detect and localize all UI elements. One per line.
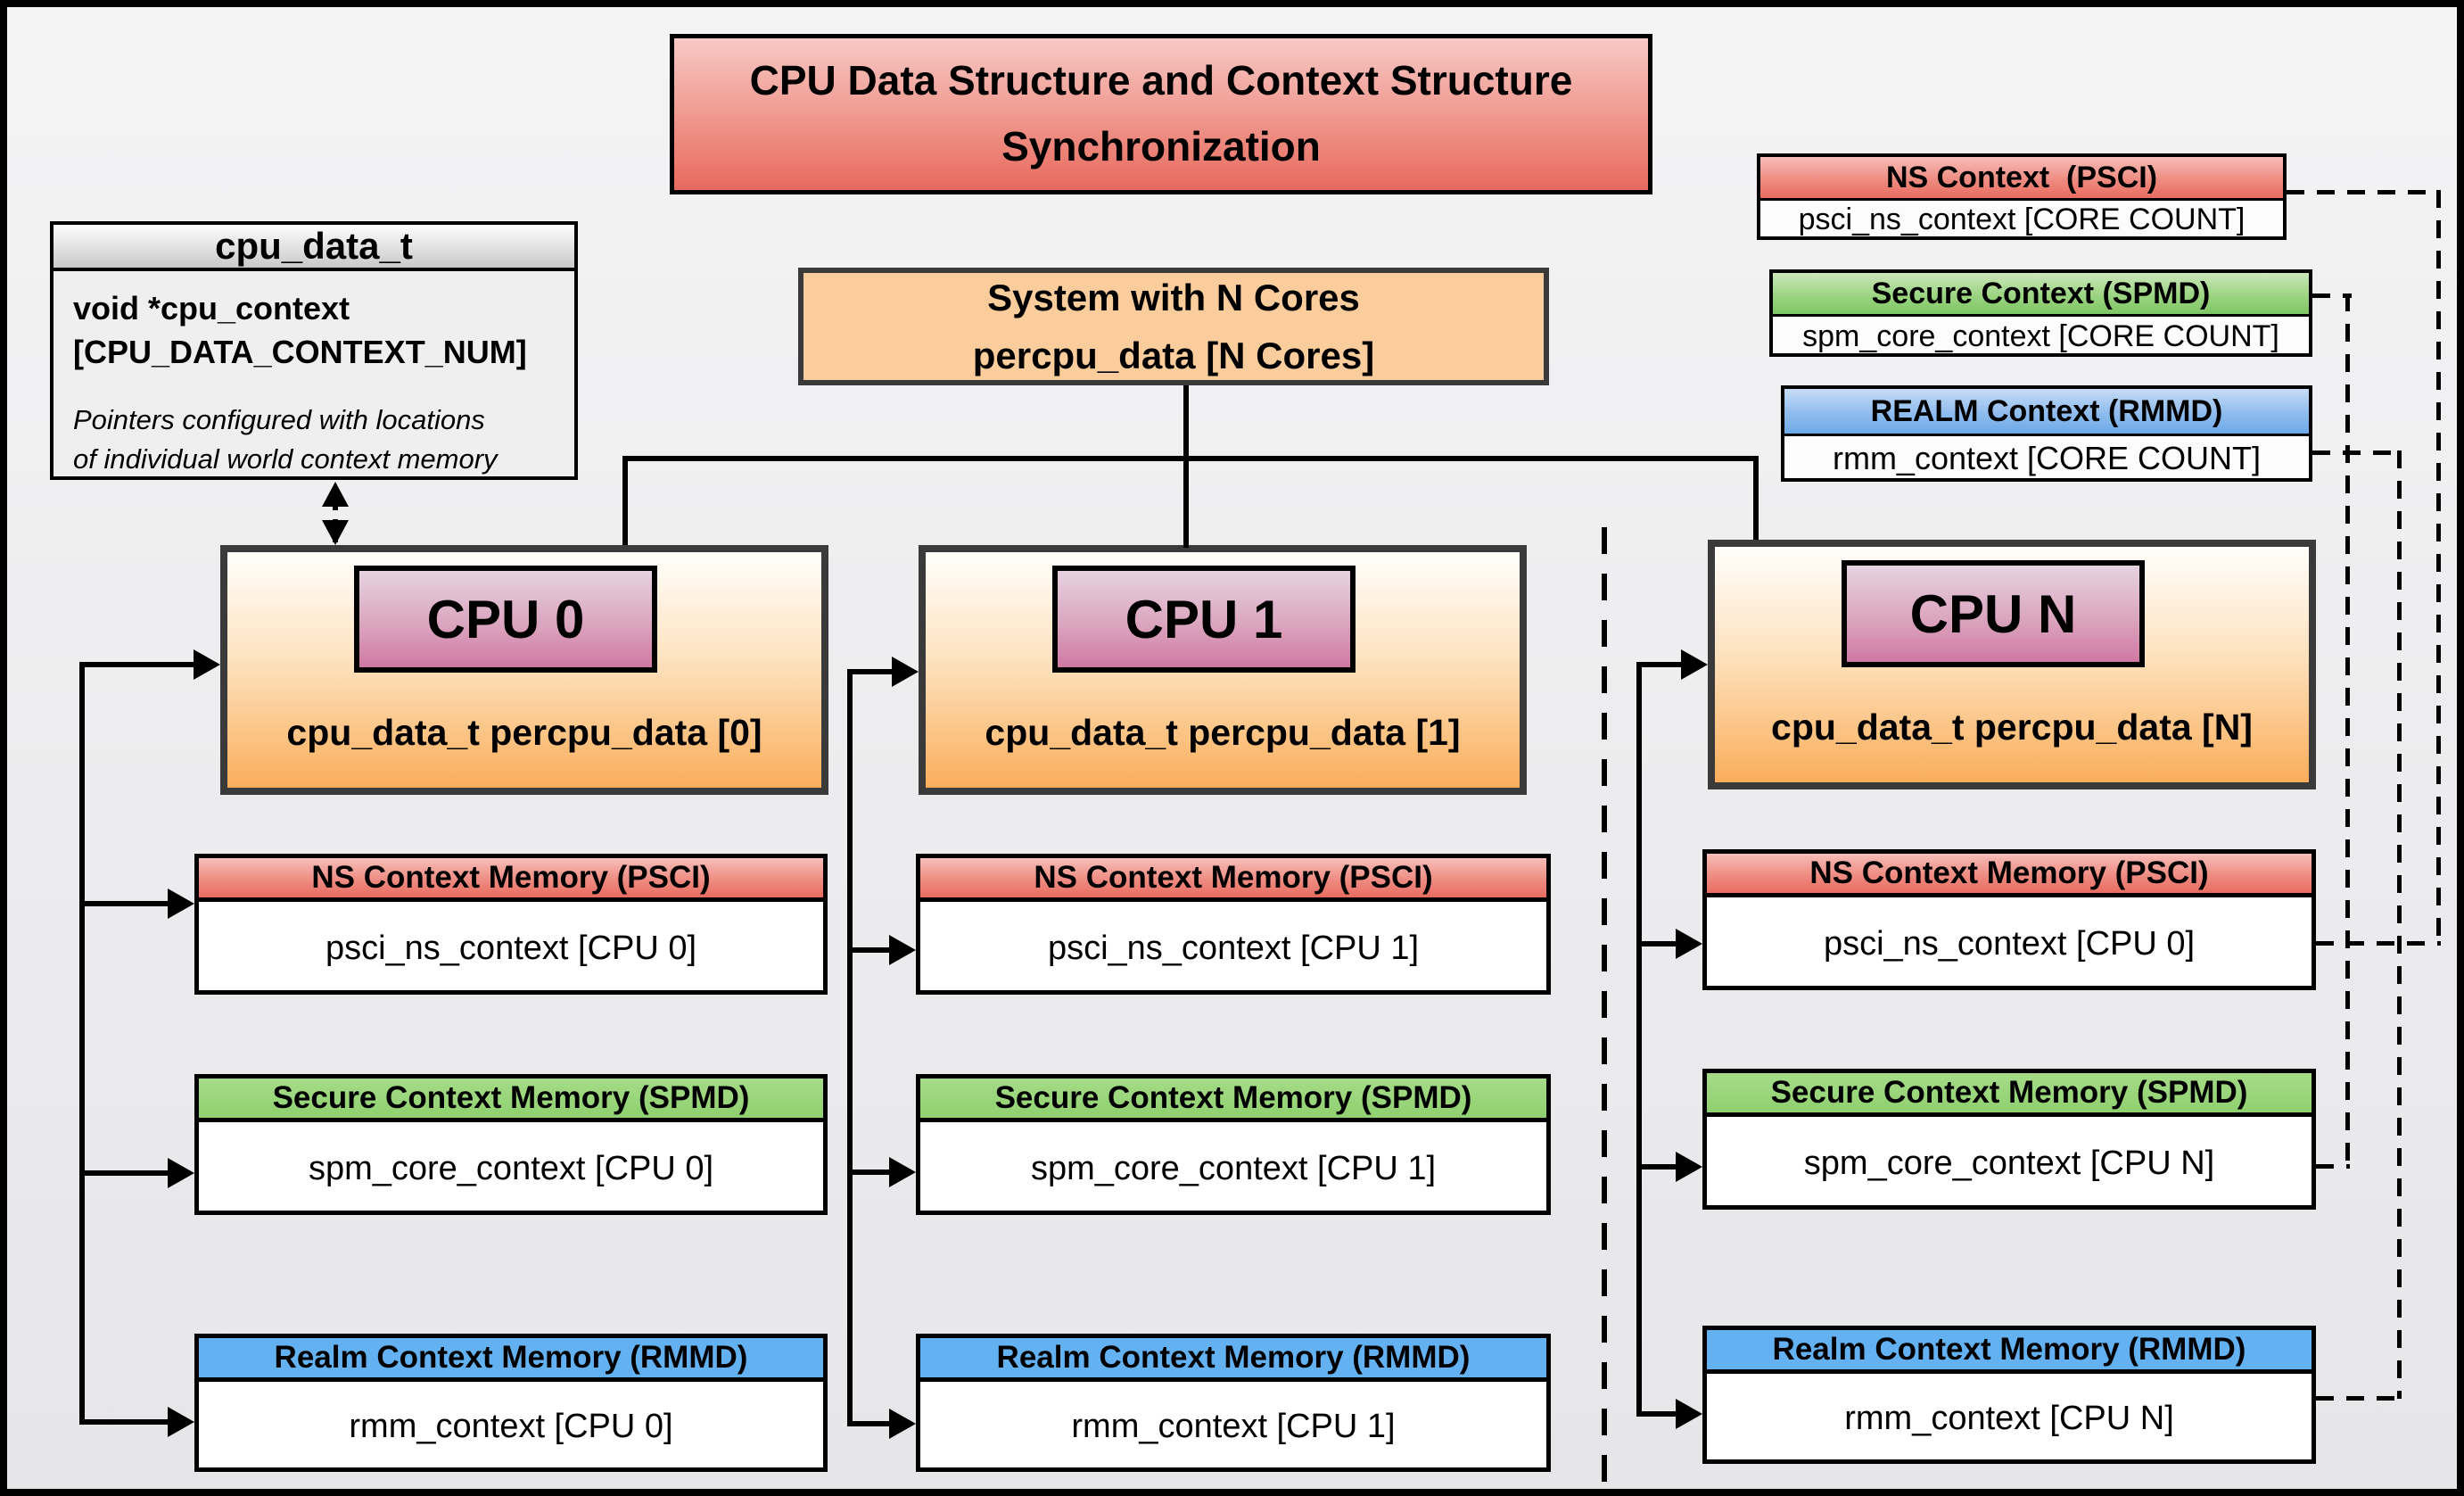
- cpu1-realm-context-box: Realm Context Memory (RMMD) rmm_context …: [916, 1334, 1551, 1472]
- cpu0-ns-context-body: psci_ns_context [CPU 0]: [325, 929, 697, 967]
- cpu1-label: CPU 1: [1052, 566, 1356, 673]
- legend-secure-context: Secure Context (SPMD) spm_core_context […: [1769, 269, 2312, 357]
- cpu1-ns-context-header: NS Context Memory (PSCI): [920, 858, 1546, 902]
- cpun-ns-context-box: NS Context Memory (PSCI) psci_ns_context…: [1702, 849, 2316, 990]
- system-box: System with N Cores percpu_data [N Cores…: [798, 268, 1549, 385]
- dashed-ns-vertical: [2436, 190, 2441, 944]
- cpun-box: CPU N cpu_data_t percpu_data [N]: [1708, 540, 2316, 789]
- cpu1-ns-context-body: psci_ns_context [CPU 1]: [1047, 929, 1420, 967]
- cpu1-secure-context-header: Secure Context Memory (SPMD): [920, 1079, 1546, 1122]
- cpu0-secure-context-box: Secure Context Memory (SPMD) spm_core_co…: [194, 1074, 828, 1215]
- arrowhead-into-cpu0-realm: [168, 1407, 194, 1437]
- connector-cpu1-spine: [847, 669, 853, 1426]
- legend-realm-context: REALM Context (RMMD) rmm_context [CORE C…: [1781, 385, 2312, 482]
- dashed-realm-cpun-horizontal: [2316, 1396, 2402, 1401]
- dashed-realm-vertical: [2397, 450, 2402, 1399]
- legend-ns-body: psci_ns_context [CORE COUNT]: [1798, 202, 2246, 236]
- connector-cpun-secure-arm: [1636, 1164, 1677, 1170]
- cpun-realm-context-header: Realm Context Memory (RMMD): [1707, 1330, 2312, 1374]
- cpu0-ns-context-header: NS Context Memory (PSCI): [199, 858, 823, 902]
- cpu-data-t-box: cpu_data_t void *cpu_context [CPU_DATA_C…: [50, 221, 578, 480]
- connector-system-hline: [622, 456, 1759, 461]
- cpu1-realm-context-body: rmm_context [CPU 1]: [1071, 1408, 1396, 1445]
- cpu1-data-text: cpu_data_t percpu_data [1]: [985, 711, 1461, 753]
- connector-cpu0-secure-arm: [79, 1170, 169, 1176]
- arrowhead-down: [322, 520, 349, 545]
- arrowhead-into-cpu0: [194, 649, 220, 680]
- cpun-secure-context-body: spm_core_context [CPU N]: [1803, 1144, 2215, 1182]
- cpu0-secure-context-header: Secure Context Memory (SPMD): [199, 1079, 823, 1122]
- dashed-secure-vertical: [2345, 293, 2350, 1167]
- connector-cpu1-secure-arm: [847, 1170, 891, 1175]
- cpu1-ns-context-box: NS Context Memory (PSCI) psci_ns_context…: [916, 854, 1551, 995]
- connector-cpun-realm-arm: [1636, 1411, 1677, 1417]
- legend-secure-body: spm_core_context [CORE COUNT]: [1802, 318, 2279, 353]
- cpun-label: CPU N: [1842, 560, 2145, 667]
- connector-drop-cpu0: [622, 456, 628, 545]
- legend-secure-header: Secure Context (SPMD): [1773, 273, 2309, 317]
- legend-realm-header: REALM Context (RMMD): [1784, 389, 2309, 436]
- cpu-data-t-note: Pointers configured with locations of in…: [73, 404, 498, 475]
- connector-cpu1-ns-arm: [847, 947, 891, 953]
- legend-ns-header: NS Context (PSCI): [1760, 157, 2283, 201]
- arrowhead-into-cpu1: [892, 657, 919, 687]
- cpun-secure-context-box: Secure Context Memory (SPMD) spm_core_co…: [1702, 1069, 2316, 1210]
- cpun-data-text: cpu_data_t percpu_data [N]: [1771, 706, 2253, 748]
- legend-realm-body: rmm_context [CORE COUNT]: [1832, 440, 2262, 476]
- cpu0-realm-context-box: Realm Context Memory (RMMD) rmm_context …: [194, 1334, 828, 1472]
- cpu0-realm-context-header: Realm Context Memory (RMMD): [199, 1338, 823, 1382]
- dashed-ns-cpun-horizontal: [2316, 941, 2441, 946]
- dashed-secure-legend-horizontal: [2312, 293, 2352, 298]
- cpu0-box: CPU 0 cpu_data_t percpu_data [0]: [220, 545, 828, 795]
- cpu0-ns-context-box: NS Context Memory (PSCI) psci_ns_context…: [194, 854, 828, 995]
- connector-cpu0-arm: [79, 662, 195, 667]
- arrowhead-into-cpun-secure: [1676, 1152, 1702, 1182]
- arrowhead-into-cpu0-ns: [168, 889, 194, 919]
- arrowhead-into-cpu0-secure: [168, 1158, 194, 1188]
- connector-cpun-arm: [1636, 662, 1683, 667]
- cpu-data-t-body: void *cpu_context [CPU_DATA_CONTEXT_NUM]…: [54, 271, 574, 494]
- arrowhead-into-cpu1-realm: [889, 1409, 916, 1439]
- connector-cpu0-spine: [79, 662, 85, 1425]
- dashed-secure-cpun-horizontal: [2316, 1164, 2350, 1169]
- connector-cpun-ns-arm: [1636, 941, 1677, 946]
- connector-cpu0-realm-arm: [79, 1419, 169, 1425]
- cpun-realm-context-body: rmm_context [CPU N]: [1844, 1400, 2174, 1437]
- cpu0-secure-context-body: spm_core_context [CPU 0]: [308, 1149, 714, 1187]
- arrowhead-into-cpu1-secure: [889, 1157, 916, 1187]
- diagram-title: CPU Data Structure and Context Structure…: [670, 34, 1652, 194]
- connector-cpun-spine: [1636, 662, 1642, 1417]
- connector-cpu1-arm: [847, 669, 894, 674]
- cpun-ns-context-header: NS Context Memory (PSCI): [1707, 854, 2312, 897]
- cpu0-data-text: cpu_data_t percpu_data [0]: [286, 711, 762, 753]
- cpun-realm-context-box: Realm Context Memory (RMMD) rmm_context …: [1702, 1326, 2316, 1464]
- arrowhead-into-cpun-realm: [1676, 1399, 1702, 1429]
- cpun-secure-context-header: Secure Context Memory (SPMD): [1707, 1073, 2312, 1117]
- separator-ellipsis-dashed: [1602, 527, 1607, 1489]
- cpu0-realm-context-body: rmm_context [CPU 0]: [349, 1408, 673, 1445]
- cpu-data-t-header: cpu_data_t: [54, 225, 574, 271]
- cpu-data-t-field: void *cpu_context [CPU_DATA_CONTEXT_NUM]: [73, 290, 527, 370]
- dashed-realm-legend-horizontal: [2312, 450, 2403, 455]
- dashed-ns-legend-horizontal: [2287, 190, 2441, 194]
- cpu1-realm-context-header: Realm Context Memory (RMMD): [920, 1338, 1546, 1382]
- arrowhead-into-cpu1-ns: [889, 935, 916, 965]
- arrowhead-up: [322, 482, 349, 507]
- cpu1-secure-context-body: spm_core_context [CPU 1]: [1030, 1149, 1437, 1187]
- connector-system-drop: [1183, 385, 1189, 548]
- legend-ns-context: NS Context (PSCI) psci_ns_context [CORE …: [1757, 153, 2287, 240]
- cpun-ns-context-body: psci_ns_context [CPU 0]: [1823, 924, 2196, 963]
- connector-cpu0-ns-arm: [79, 901, 169, 906]
- connector-drop-cpun: [1753, 456, 1759, 540]
- cpu1-box: CPU 1 cpu_data_t percpu_data [1]: [919, 545, 1527, 795]
- cpu0-label: CPU 0: [354, 566, 657, 673]
- cpu1-secure-context-box: Secure Context Memory (SPMD) spm_core_co…: [916, 1074, 1551, 1215]
- arrowhead-into-cpun: [1681, 649, 1708, 680]
- arrowhead-into-cpun-ns: [1676, 929, 1702, 959]
- connector-cpu1-realm-arm: [847, 1421, 891, 1426]
